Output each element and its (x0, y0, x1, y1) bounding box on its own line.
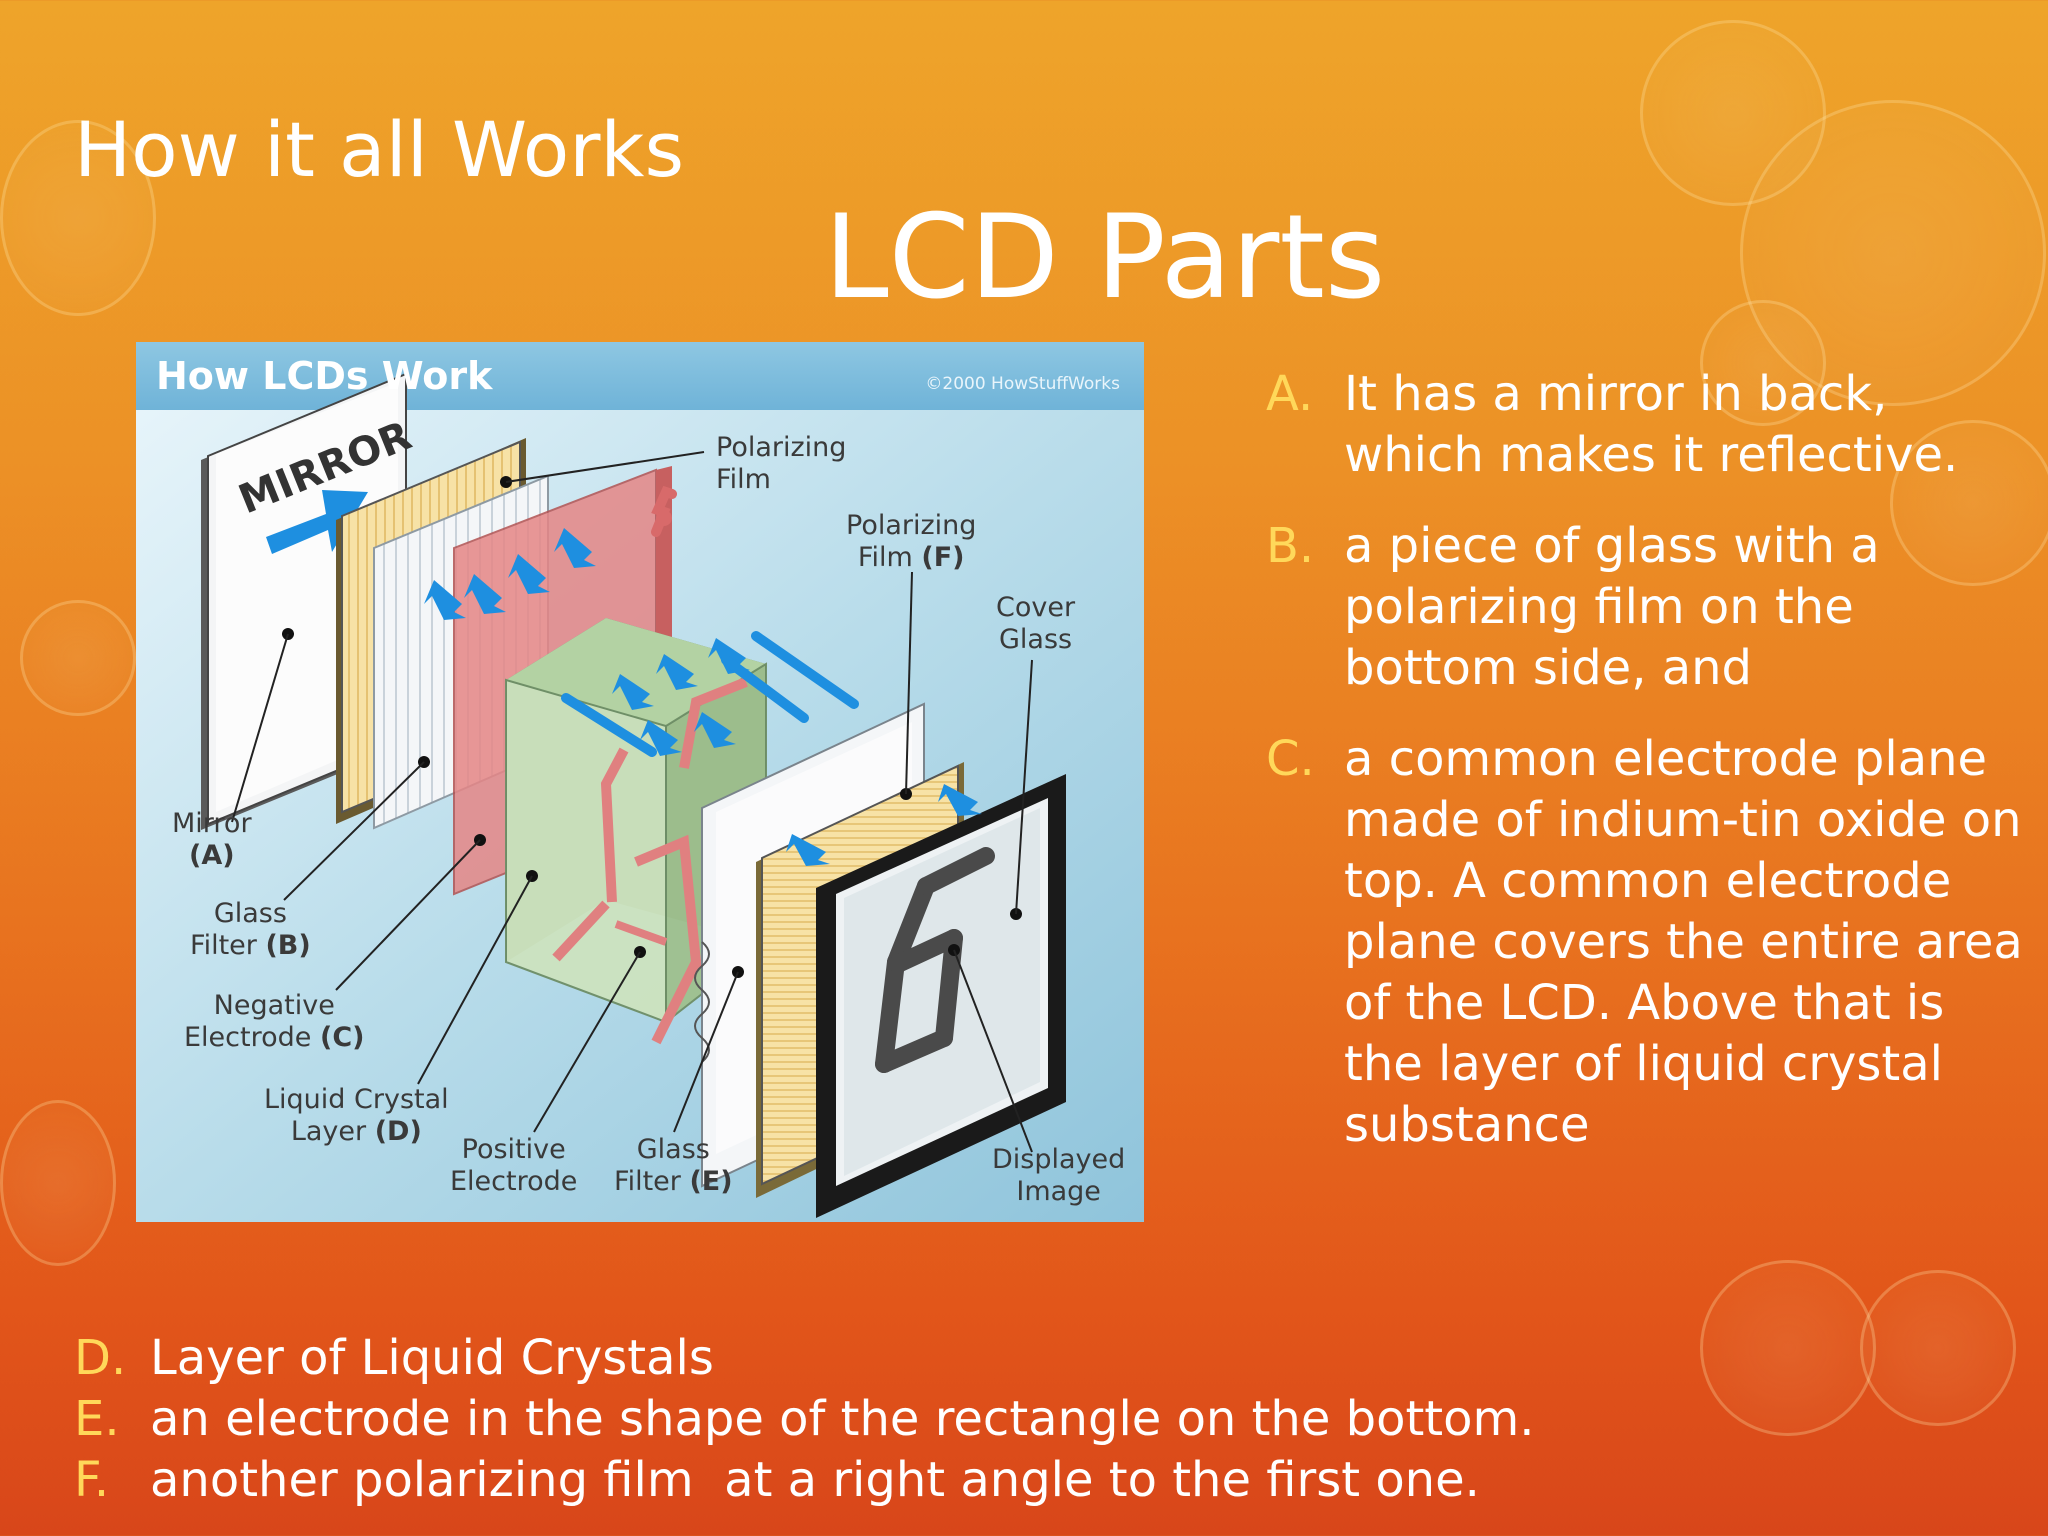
list-item-f: F. another polarizing film at a right an… (74, 1450, 1974, 1511)
list-text: an electrode in the shape of the rectang… (150, 1391, 1535, 1447)
diagram-title: How LCDs Work (156, 354, 493, 398)
parts-list-right: A. It has a mirror in back, which makes … (1266, 364, 2036, 1186)
bokeh-circle (1740, 100, 2046, 406)
list-text: Layer of Liquid Crystals (150, 1330, 714, 1386)
list-item-e: E. an electrode in the shape of the rect… (74, 1389, 1974, 1450)
label-mirror: Mirror(A) (172, 808, 252, 871)
list-marker: E. (74, 1391, 120, 1447)
bokeh-circle (0, 1100, 116, 1266)
bokeh-circle (1640, 20, 1826, 206)
list-marker: C. (1266, 731, 1315, 787)
list-text: It has a mirror in back, which makes it … (1344, 366, 1959, 483)
list-text: a common electrode plane made of indium-… (1344, 731, 2023, 1153)
list-item-b: B. a piece of glass with a polarizing fi… (1266, 516, 2036, 699)
list-marker: D. (74, 1330, 127, 1386)
lcd-diagram-art: MIRROR (136, 372, 1144, 1222)
parts-list-bottom: D. Layer of Liquid Crystals E. an electr… (74, 1328, 1974, 1511)
list-item-c: C. a common electrode plane made of indi… (1266, 729, 2036, 1156)
diagram-header (136, 342, 1144, 410)
bokeh-circle (20, 600, 136, 716)
list-item-a: A. It has a mirror in back, which makes … (1266, 364, 2036, 486)
list-text: another polarizing film at a right angle… (150, 1452, 1480, 1508)
slide-kicker: How it all Works (74, 105, 685, 194)
list-text: a piece of glass with a polarizing film … (1344, 518, 1880, 696)
list-marker: F. (74, 1452, 110, 1508)
diagram-copyright: ©2000 HowStuffWorks (925, 374, 1120, 394)
list-item-d: D. Layer of Liquid Crystals (74, 1328, 1974, 1389)
list-marker: B. (1266, 518, 1315, 574)
list-marker: A. (1266, 366, 1314, 422)
lcd-diagram: MIRROR (136, 342, 1144, 1222)
slide-title: LCD Parts (824, 190, 1386, 325)
